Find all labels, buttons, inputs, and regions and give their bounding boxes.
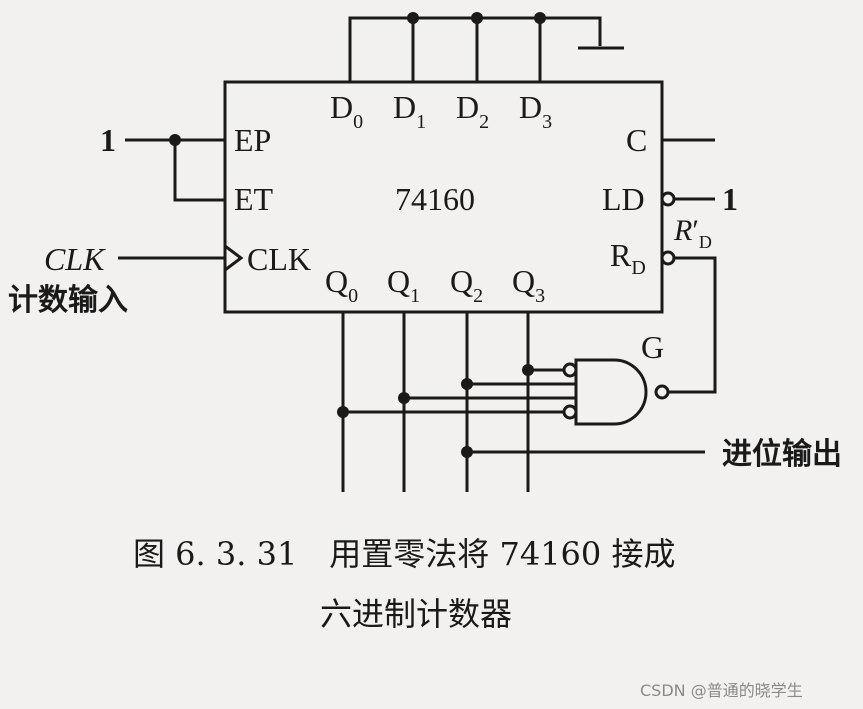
gate-out-bubble: [654, 384, 670, 400]
rd-prime-label: R′D: [673, 214, 712, 252]
caption-line-1: 图 6. 3. 31 用置零法将 74160 接成: [133, 535, 675, 573]
pin-q3-label: Q3: [512, 263, 545, 307]
junction-ep-et: [169, 134, 181, 146]
junction-q1: [398, 392, 410, 404]
nand-gate-g: [574, 358, 648, 426]
junction-q0: [337, 406, 349, 418]
caption-line-2: 六进制计数器: [320, 595, 512, 633]
chip-name: 74160: [395, 181, 475, 217]
pin-q2-label: Q2: [450, 263, 483, 307]
ld-constant: 1: [722, 181, 738, 217]
carry-output-label: 进位输出: [722, 437, 842, 472]
junction-q2: [461, 378, 473, 390]
rd-feedback-wire: [668, 256, 717, 394]
gate-in-bubble-top: [562, 362, 578, 378]
pin-q1-label: Q1: [387, 263, 420, 307]
pin-ep-label: EP: [234, 122, 271, 158]
clk-input-label: CLK: [44, 241, 106, 277]
pin-d0-label: D0: [330, 89, 363, 133]
pin-et-label: ET: [234, 181, 274, 217]
junction-carry: [461, 446, 473, 458]
junction-d2: [471, 12, 483, 24]
gate-in-bubble-bottom: [562, 404, 578, 420]
ep-constant: 1: [100, 122, 116, 158]
pin-ld-label: LD: [602, 181, 645, 217]
gate-g-label: G: [641, 329, 664, 365]
junction-d3: [534, 12, 546, 24]
watermark: CSDN @普通的晓学生: [640, 681, 803, 700]
et-wire: [173, 140, 225, 202]
d-bus-wire: [348, 16, 602, 82]
junction-q3: [522, 364, 534, 376]
pin-c-label: C: [626, 122, 647, 158]
junction-d1: [407, 12, 419, 24]
pin-d2-label: D2: [456, 89, 489, 133]
pin-d3-label: D3: [519, 89, 552, 133]
clk-triangle: [224, 244, 244, 272]
pin-d1-label: D1: [393, 89, 426, 133]
ld-bubble: [660, 191, 676, 207]
pin-clk-label: CLK: [247, 241, 311, 277]
clk-description: 计数输入: [8, 283, 128, 318]
rd-bubble: [660, 250, 676, 266]
pin-rd-label: RD: [610, 237, 646, 279]
pin-q0-label: Q0: [325, 263, 358, 307]
